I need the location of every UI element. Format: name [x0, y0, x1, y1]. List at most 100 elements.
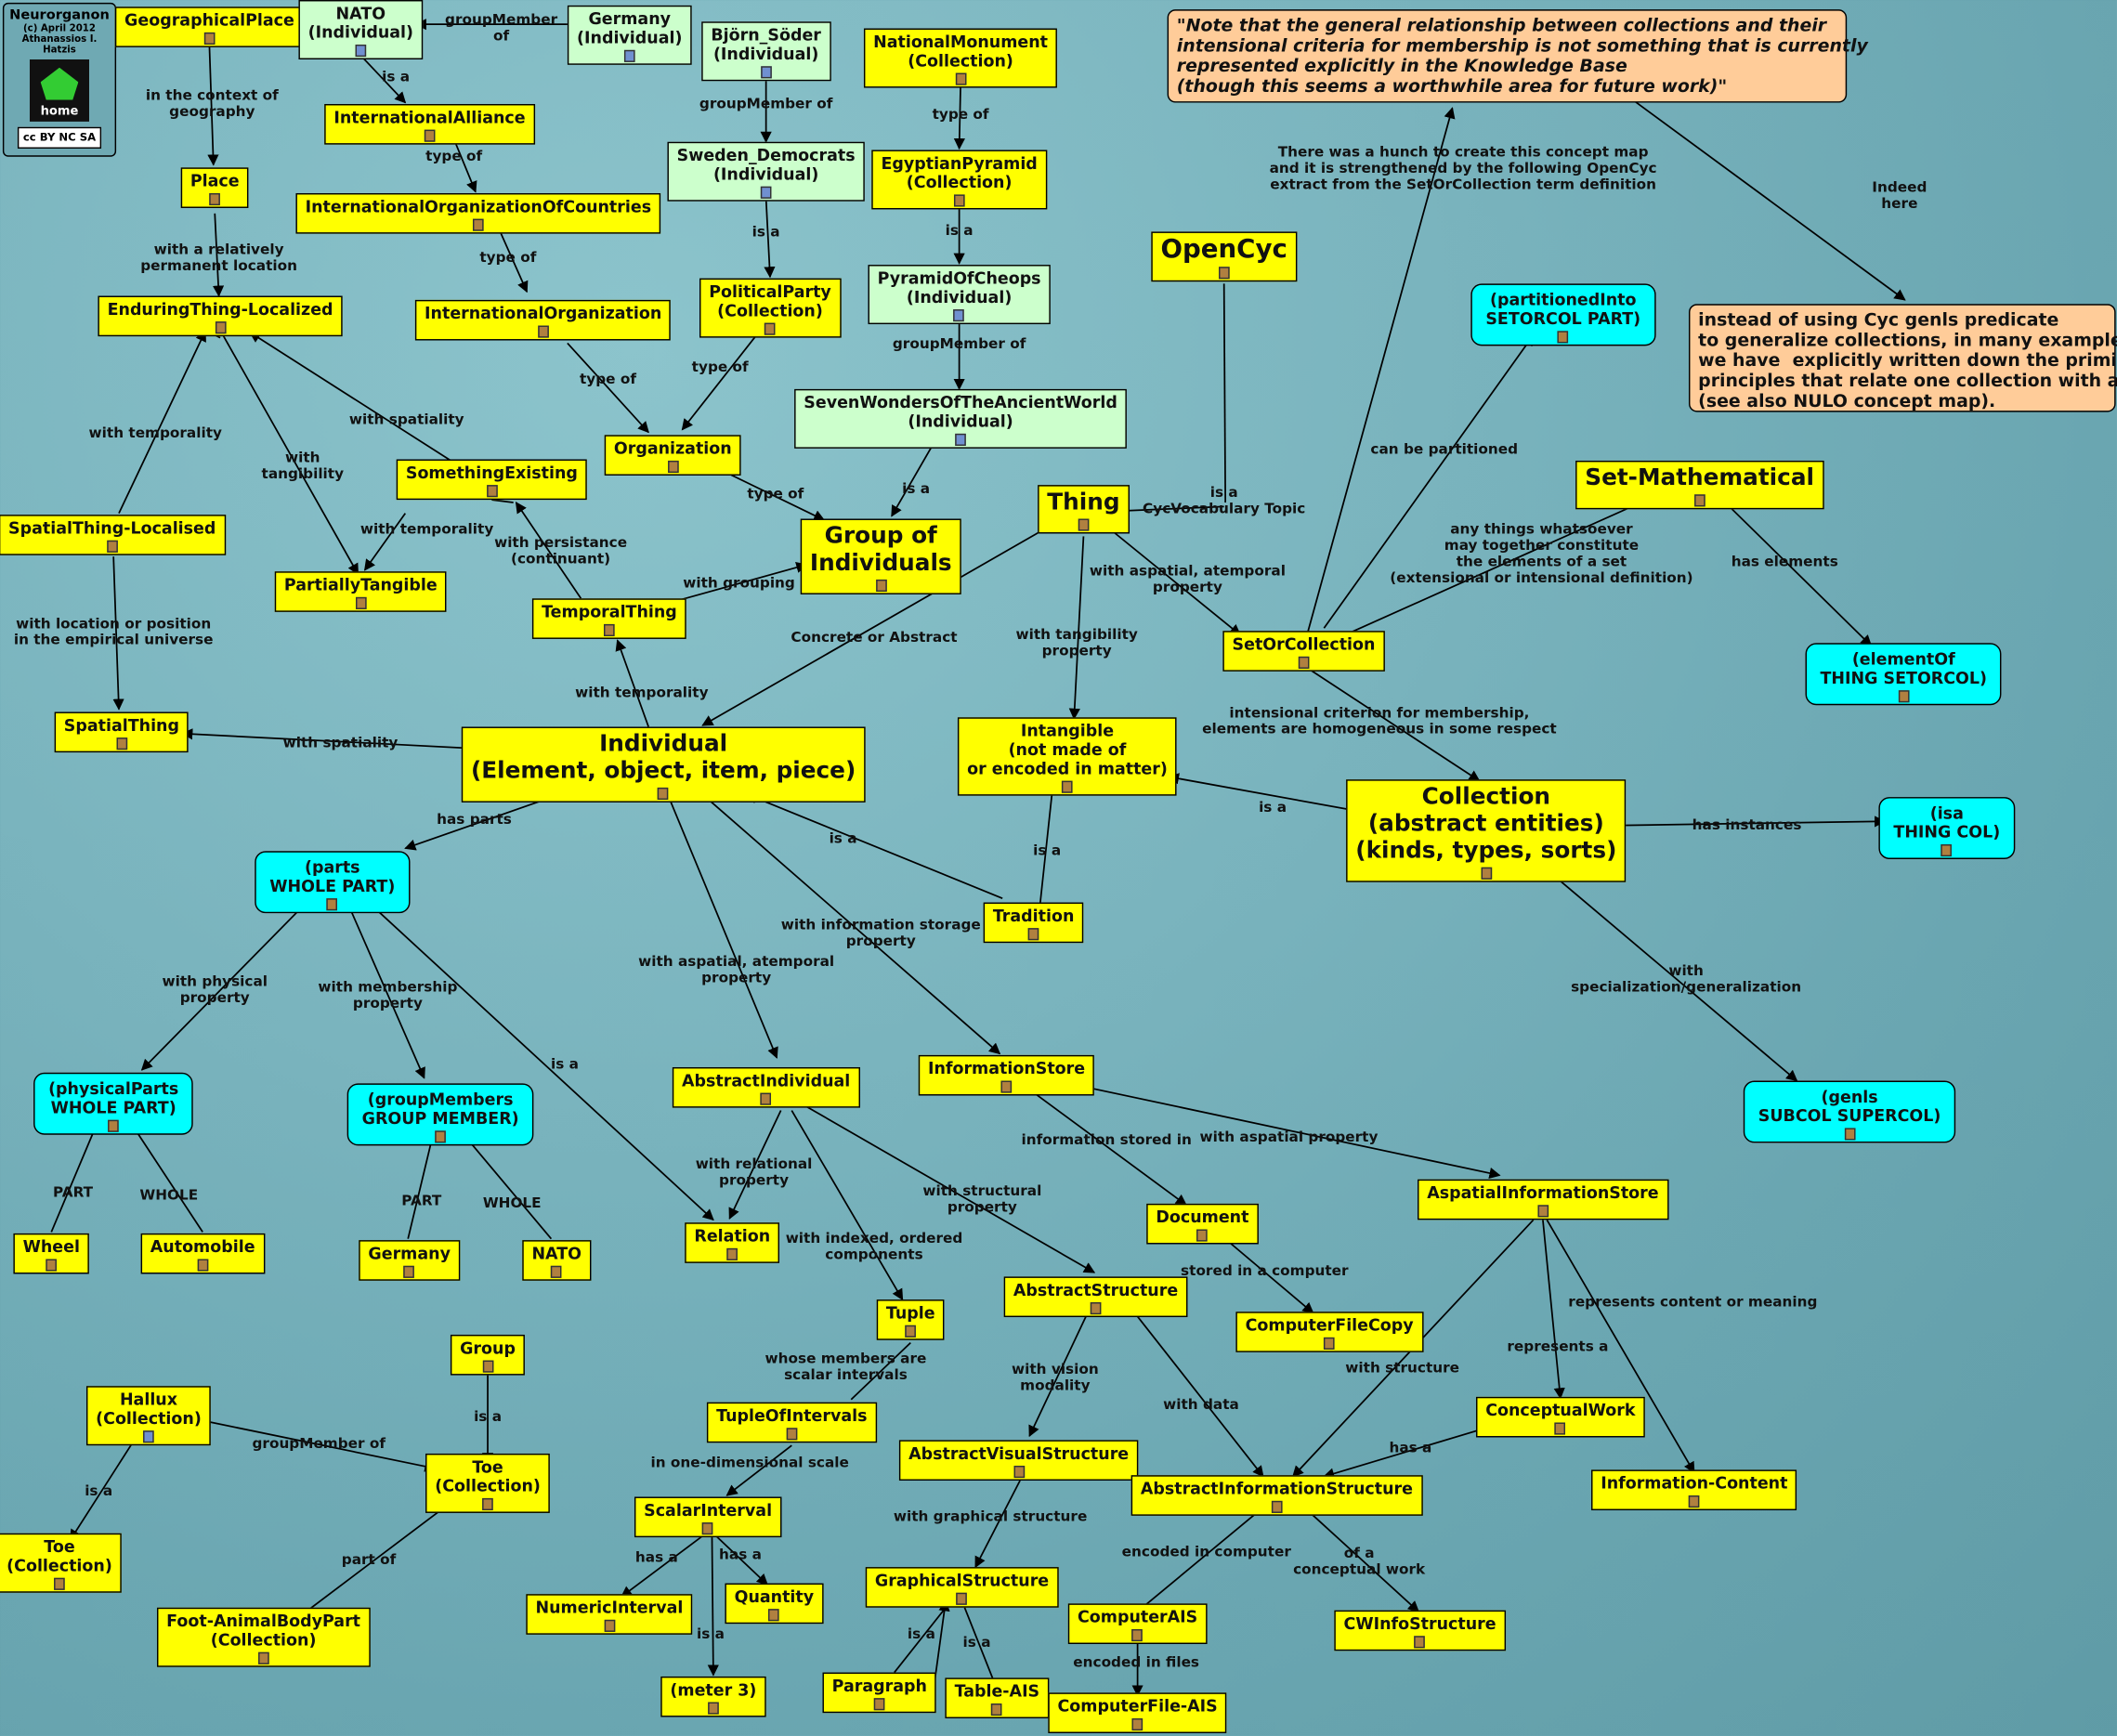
- concept-meter3[interactable]: (meter 3): [660, 1676, 766, 1717]
- resource-icon[interactable]: [1013, 1466, 1025, 1479]
- concept-intorg[interactable]: InternationalOrganization: [414, 299, 672, 341]
- concept-groupmembers[interactable]: (groupMembers GROUP MEMBER): [346, 1083, 534, 1146]
- resource-icon[interactable]: [764, 322, 776, 335]
- resource-icon[interactable]: [1298, 656, 1310, 669]
- resource-icon[interactable]: [108, 1119, 119, 1132]
- resource-icon[interactable]: [955, 433, 966, 446]
- resource-icon[interactable]: [143, 1430, 154, 1443]
- concept-graphical[interactable]: GraphicalStructure: [865, 1567, 1059, 1608]
- concept-abstractindividual[interactable]: AbstractIndividual: [672, 1066, 860, 1108]
- concept-individual[interactable]: Individual (Element, object, item, piece…: [461, 726, 866, 803]
- resource-icon[interactable]: [623, 49, 635, 62]
- resource-icon[interactable]: [955, 72, 966, 85]
- concept-infocontent[interactable]: Information-Content: [1591, 1469, 1797, 1511]
- resource-icon[interactable]: [1090, 1302, 1102, 1315]
- resource-icon[interactable]: [875, 579, 887, 593]
- concept-tableais[interactable]: Table-AIS: [945, 1677, 1050, 1718]
- concept-thing[interactable]: Thing: [1038, 485, 1130, 534]
- resource-icon[interactable]: [197, 1259, 208, 1272]
- concept-partitioned[interactable]: (partitionedInto SETORCOL PART): [1470, 283, 1656, 346]
- concept-computerfileais[interactable]: ComputerFile-AIS: [1048, 1692, 1227, 1733]
- concept-somethingexisting[interactable]: SomethingExisting: [396, 459, 588, 501]
- concept-setmath[interactable]: Set-Mathematical: [1575, 460, 1824, 510]
- concept-germany_ind[interactable]: Germany (Individual): [567, 5, 692, 65]
- resource-icon[interactable]: [355, 596, 367, 609]
- concept-place[interactable]: Place: [180, 167, 249, 208]
- concept-toe[interactable]: Toe (Collection): [425, 1453, 551, 1513]
- resource-icon[interactable]: [106, 540, 118, 553]
- concept-conceptualwork[interactable]: ConceptualWork: [1476, 1396, 1645, 1438]
- concept-setorcollection[interactable]: SetOrCollection: [1222, 631, 1385, 672]
- home-button[interactable]: home: [29, 59, 89, 122]
- concept-cwinfo[interactable]: CWInfoStructure: [1334, 1610, 1506, 1651]
- concept-abstractvisual[interactable]: AbstractVisualStructure: [898, 1440, 1139, 1481]
- concept-politicalparty[interactable]: PoliticalParty (Collection): [699, 278, 842, 338]
- concept-intorgcountries[interactable]: InternationalOrganizationOfCountries: [295, 192, 661, 234]
- concept-germany[interactable]: Germany: [359, 1240, 461, 1281]
- resource-icon[interactable]: [667, 460, 679, 474]
- resource-icon[interactable]: [403, 1265, 415, 1278]
- concept-nato[interactable]: NATO: [522, 1240, 592, 1281]
- concept-enduring[interactable]: EnduringThing-Localized: [98, 295, 343, 337]
- concept-bjorn[interactable]: Björn_Söder (Individual): [701, 21, 831, 82]
- neurorganon-logo[interactable]: Neurorganon (c) April 2012 Athanassios I…: [2, 2, 117, 157]
- resource-icon[interactable]: [905, 1325, 917, 1338]
- concept-automobile[interactable]: Automobile: [140, 1233, 265, 1274]
- resource-icon[interactable]: [604, 623, 615, 637]
- resource-icon[interactable]: [1000, 1080, 1013, 1093]
- concept-sevenwonders[interactable]: SevenWondersOfTheAncientWorld (Individua…: [794, 388, 1128, 449]
- resource-icon[interactable]: [1555, 1422, 1566, 1435]
- concept-nato_ind[interactable]: NATO (Individual): [298, 0, 424, 59]
- resource-icon[interactable]: [1324, 1337, 1335, 1350]
- resource-icon[interactable]: [46, 1259, 58, 1272]
- resource-icon[interactable]: [956, 1592, 968, 1605]
- concept-foot[interactable]: Foot-AnimalBodyPart (Collection): [156, 1607, 371, 1667]
- resource-icon[interactable]: [482, 1497, 493, 1511]
- resource-icon[interactable]: [1557, 331, 1569, 344]
- license-badge[interactable]: cc BY NC SA: [17, 126, 102, 149]
- resource-icon[interactable]: [435, 1130, 446, 1143]
- concept-egypyr[interactable]: EgyptianPyramid (Collection): [871, 150, 1047, 210]
- concept-tuple[interactable]: Tuple: [876, 1299, 945, 1340]
- concept-tupleofintervals[interactable]: TupleOfIntervals: [706, 1402, 877, 1443]
- resource-icon[interactable]: [1027, 928, 1039, 941]
- concept-parts[interactable]: (parts WHOLE PART): [255, 851, 411, 914]
- concept-infostore[interactable]: InformationStore: [918, 1054, 1095, 1096]
- resource-icon[interactable]: [1898, 690, 1910, 703]
- resource-icon[interactable]: [658, 787, 669, 801]
- concept-abstractinfostruct[interactable]: AbstractInformationStructure: [1130, 1475, 1423, 1516]
- resource-icon[interactable]: [768, 1609, 780, 1622]
- resource-icon[interactable]: [1271, 1500, 1283, 1513]
- resource-icon[interactable]: [1941, 843, 1953, 857]
- concept-elementof[interactable]: (elementOf THING SETORCOL): [1805, 643, 2002, 706]
- concept-sweden[interactable]: Sweden_Democrats (Individual): [667, 141, 865, 202]
- resource-icon[interactable]: [760, 186, 772, 199]
- resource-icon[interactable]: [203, 32, 216, 45]
- resource-icon[interactable]: [1078, 518, 1090, 531]
- resource-icon[interactable]: [537, 325, 549, 338]
- resource-icon[interactable]: [209, 192, 221, 206]
- resource-icon[interactable]: [482, 1360, 493, 1373]
- resource-icon[interactable]: [708, 1702, 719, 1715]
- resource-icon[interactable]: [1196, 1229, 1209, 1242]
- concept-physparts[interactable]: (physicalParts WHOLE PART): [33, 1072, 194, 1135]
- resource-icon[interactable]: [1131, 1629, 1143, 1642]
- concept-quantity[interactable]: Quantity: [725, 1583, 824, 1625]
- concept-collection[interactable]: Collection (abstract entities) (kinds, t…: [1346, 779, 1627, 882]
- resource-icon[interactable]: [991, 1703, 1003, 1716]
- resource-icon[interactable]: [953, 309, 965, 322]
- resource-icon[interactable]: [873, 1698, 885, 1711]
- resource-icon[interactable]: [1062, 780, 1073, 793]
- concept-geographicalplace[interactable]: GeographicalPlace: [114, 7, 305, 47]
- resource-icon[interactable]: [702, 1522, 713, 1535]
- resource-icon[interactable]: [1218, 267, 1230, 280]
- concept-opencyc[interactable]: OpenCyc: [1151, 231, 1298, 282]
- concept-tradition[interactable]: Tradition: [983, 902, 1084, 944]
- concept-paragraph[interactable]: Paragraph: [822, 1672, 937, 1714]
- resource-icon[interactable]: [786, 1428, 798, 1441]
- concept-wheel[interactable]: Wheel: [13, 1233, 90, 1274]
- resource-icon[interactable]: [215, 321, 226, 334]
- resource-icon[interactable]: [1131, 1717, 1143, 1731]
- resource-icon[interactable]: [257, 1651, 269, 1664]
- concept-computerais[interactable]: ComputerAIS: [1067, 1603, 1208, 1645]
